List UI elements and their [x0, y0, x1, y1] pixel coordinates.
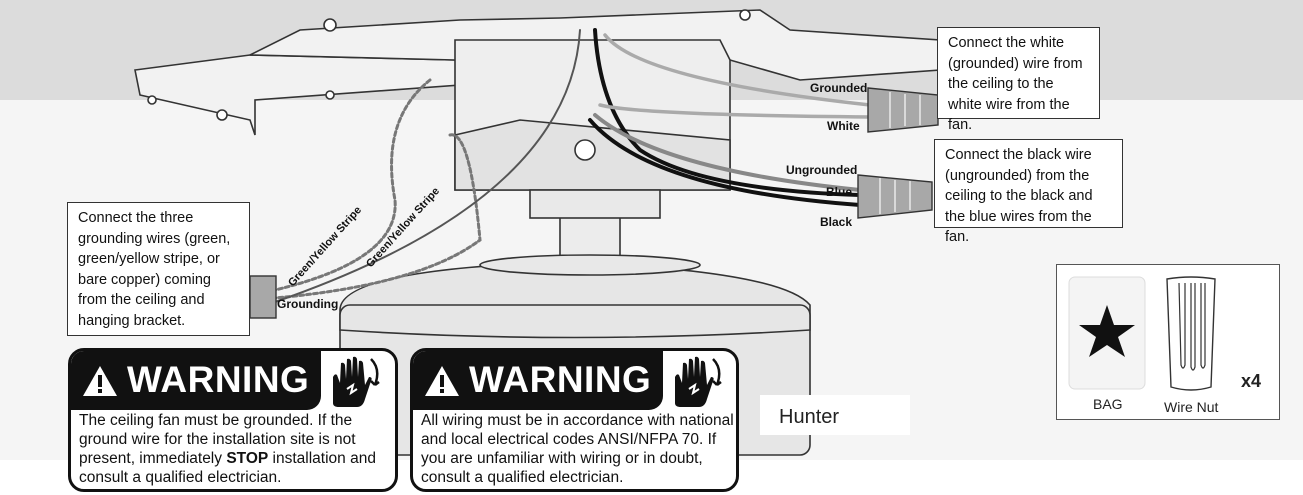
callout-black-wire: Connect the black wire (ungrounded) from… [934, 139, 1123, 245]
label-black: Black [820, 215, 853, 229]
brand-plate [760, 395, 910, 435]
warning-header: WARNING [413, 351, 663, 410]
electric-shock-hand-icon [333, 356, 380, 407]
ceiling-black-wire [593, 28, 862, 197]
wire-nut-grounding [249, 275, 277, 319]
wire-nut-quantity: x4 [1241, 371, 1262, 391]
wire-nut-icon [1166, 276, 1216, 391]
wire-nut-label: Wire Nut [1164, 399, 1219, 415]
bag-icon [1068, 276, 1146, 390]
label-grounding: Grounding [277, 297, 339, 311]
warning-text-part: The ceiling fan must be grounded. If the… [79, 412, 356, 467]
bag-label: BAG [1093, 396, 1123, 412]
stripe-wire-1 [273, 78, 432, 292]
brand-name: Hunter [779, 406, 840, 428]
warning-grounding: WARNING The ceiling fan must be grounded… [68, 348, 398, 492]
warning-title: WARNING [469, 359, 652, 400]
fan-black-wire [588, 118, 862, 207]
stripe-wire-2 [273, 133, 482, 300]
label-blue: Blue [826, 185, 853, 199]
ceiling-white-wire [603, 33, 872, 107]
warning-stop-emphasis: STOP [226, 450, 269, 467]
label-white: White [827, 119, 860, 133]
warning-text-part: installation and consult a qualified ele… [79, 450, 376, 486]
wire-nut-ungrounded [857, 174, 933, 219]
label-grounded: Grounded [810, 81, 868, 95]
warning-triangle-icon [425, 366, 459, 396]
warning-wiring-codes: WARNING All wiring must be in accordance… [410, 348, 739, 492]
wires [273, 28, 872, 303]
warning-triangle-icon [83, 366, 117, 396]
wire-nut-grounded [867, 87, 939, 133]
bare-copper-wire [274, 29, 581, 303]
label-ungrounded: Ungrounded [786, 163, 858, 177]
callout-grounding: Connect the three grounding wires (green… [67, 202, 250, 336]
warning-header: WARNING [71, 351, 321, 410]
warning-title: WARNING [127, 359, 310, 400]
warning-message: The ceiling fan must be grounded. If the… [79, 411, 394, 487]
warning-message: All wiring must be in accordance with na… [421, 412, 734, 486]
callout-white-wire: Connect the white (grounded) wire from t… [937, 27, 1100, 133]
fan-blue-wire [593, 113, 862, 192]
fan-white-wire [598, 103, 872, 119]
parts-box: BAG Wire Nut x4 [1056, 264, 1280, 420]
electric-shock-hand-icon [675, 356, 722, 407]
